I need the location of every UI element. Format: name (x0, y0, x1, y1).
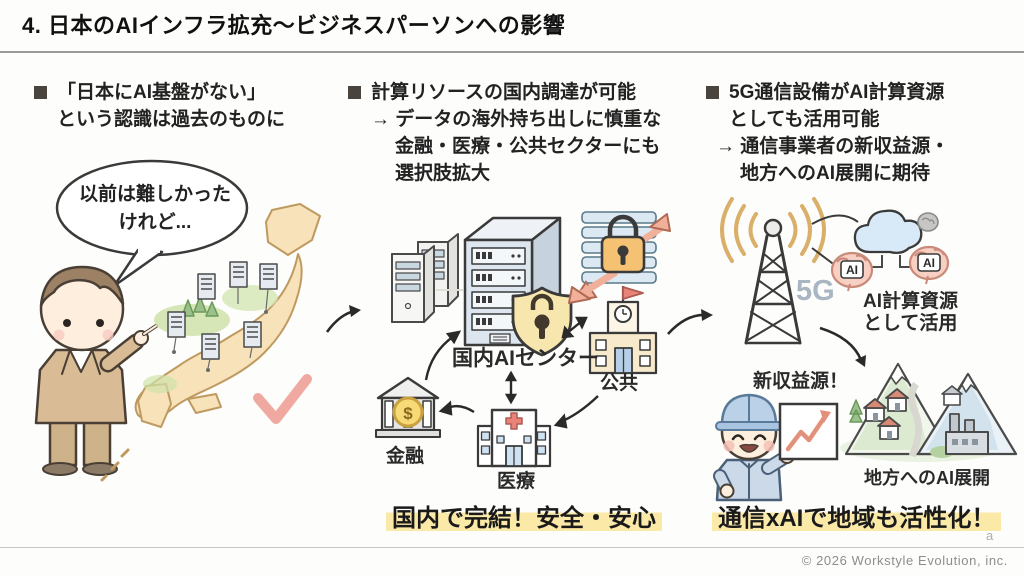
bullet-row: 「日本にAI基盤がない」 (34, 79, 339, 106)
locked-data-transfer-icon (568, 211, 671, 304)
svg-text:AI: AI (923, 256, 935, 270)
watermark-glyph: a (986, 528, 994, 543)
flow-arrow-left-to-center-icon (325, 305, 361, 333)
bank-icon: $ (375, 376, 441, 438)
bullet-text: → データの海外持ち出しに慎重な (371, 109, 662, 130)
bullet-text: 計算リソースの国内調達が可能 (371, 82, 637, 103)
bullet-text: 金融・医療・公共セクターにも (395, 136, 661, 157)
public-building-icon (588, 286, 658, 375)
cloud-icon (853, 209, 923, 268)
ai-brain-icon: AI (830, 251, 874, 292)
bullet-square-icon (34, 86, 47, 99)
ai-brain-icon: AI (908, 245, 950, 285)
page-title: 4. 日本のAIインフラ拡充〜ビジネスパーソンへの影響 (22, 13, 566, 38)
ai-usage-label: AI計算資源 として活用 (863, 291, 959, 334)
speech-bubble (55, 159, 249, 288)
bullet-row: 計算リソースの国内調達が可能 (348, 79, 683, 106)
bullet-text: 5G通信設備がAI計算資源 (729, 82, 945, 103)
checkmark-icon (253, 374, 312, 424)
bullet-text: としても活用可能 (729, 109, 880, 130)
footer-divider (0, 547, 1024, 548)
public-label: 公共 (600, 373, 639, 394)
gray-brain-icon (917, 212, 939, 232)
5g-tower-icon (744, 218, 802, 345)
region-label: 地方へのAI展開 (864, 468, 990, 488)
security-shield-icon (511, 286, 573, 357)
bullet-text: 選択肢拡大 (395, 163, 491, 184)
bullet-text: 「日本にAI基盤がない」 (57, 82, 267, 103)
sector-connection-arrows (424, 316, 599, 429)
bullet-square-icon (348, 86, 361, 99)
map-server-icons (167, 261, 278, 372)
title-divider (0, 51, 1024, 53)
businessman-illustration (34, 265, 158, 476)
ai-center-label: 国内AIセンター (452, 347, 599, 370)
bullet-text: 地方へのAI展開に期待 (740, 163, 931, 184)
copyright-text: © 2026 Workstyle Evolution, inc. (801, 553, 1008, 568)
left-bullet-block: 「日本にAI基盤がない」 という認識は過去のものに (34, 79, 339, 133)
bullet-square-icon (706, 86, 719, 99)
speech-bubble-text: 以前は難しかった けれど... (78, 184, 231, 233)
svg-text:AI: AI (846, 263, 858, 277)
revenue-label: 新収益源！ (753, 371, 849, 392)
radio-waves-icon (720, 197, 826, 263)
center-bullet-block: 計算リソースの国内調達が可能 → データの海外持ち出しに慎重な 金融・医療・公共… (348, 79, 683, 187)
flow-arrow-center-to-right-icon (667, 309, 713, 335)
server-stack-icon (391, 233, 463, 323)
bullet-row: 5G通信設備がAI計算資源 (706, 79, 1021, 106)
right-illustration: 5G AI AI (713, 197, 1018, 502)
map-tree-icons (181, 295, 219, 317)
countryside-illustration (840, 362, 1018, 462)
left-illustration (34, 159, 361, 482)
finance-label: 金融 (386, 446, 425, 467)
right-bullet-block: 5G通信設備がAI計算資源 としても活用可能 → 通信事業者の新収益源・ 地方へ… (706, 79, 1021, 187)
tower-to-region-arrow-icon (819, 326, 866, 367)
village-houses (863, 385, 963, 440)
japan-map-illustration (100, 203, 321, 482)
5g-label: 5G (796, 275, 835, 307)
right-highlight-text: 通信xAIで地域も活性化！ (712, 498, 1002, 533)
medical-label: 医療 (497, 471, 536, 492)
hospital-icon (476, 408, 552, 468)
factory-icon (930, 413, 989, 458)
bullet-text: という認識は過去のものに (57, 109, 286, 130)
bullet-text: → 通信事業者の新収益源・ (716, 136, 950, 157)
growth-chart-icon (778, 402, 839, 461)
center-highlight-text: 国内で完結！安全・安心 (386, 498, 662, 533)
center-illustration: $ (375, 211, 671, 468)
dollar-symbol: $ (403, 404, 413, 423)
worker-illustration (713, 393, 795, 502)
